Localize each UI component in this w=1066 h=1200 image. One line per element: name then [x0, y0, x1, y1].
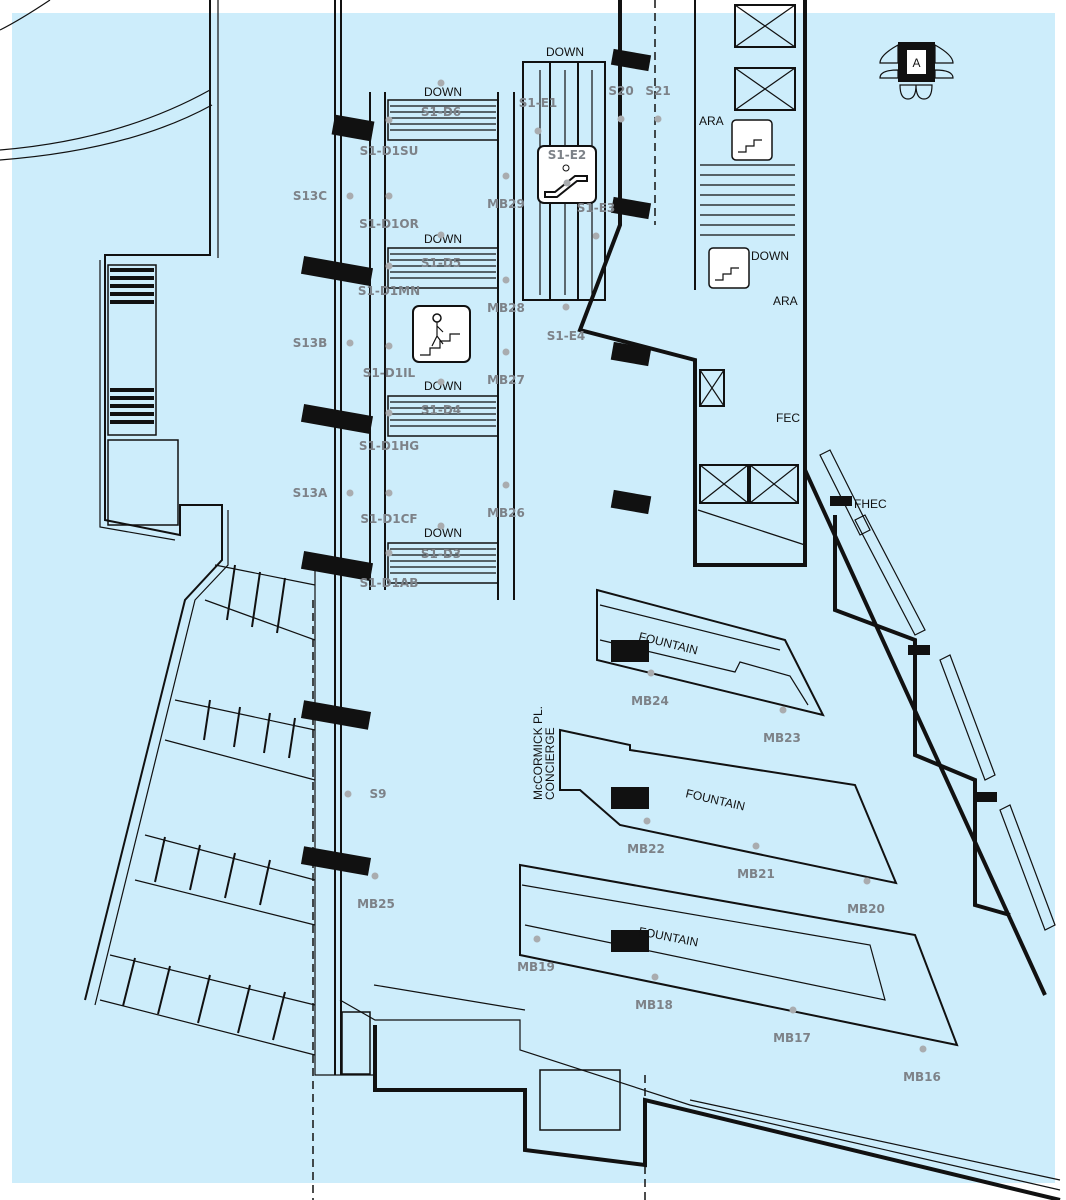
south-walls: [339, 984, 1061, 1200]
point-label[interactable]: S1-D1CF: [360, 512, 417, 526]
point-markers: [344, 79, 927, 1053]
point-label[interactable]: S1-D4: [421, 403, 461, 417]
point-label[interactable]: MB16: [903, 1070, 941, 1084]
location-marker-a: A: [879, 42, 954, 100]
point-label[interactable]: MB28: [487, 301, 525, 315]
fec-label: FEC: [776, 411, 800, 425]
map-background: [12, 13, 1055, 1183]
point-label[interactable]: S9: [370, 787, 387, 801]
point-labels: S1-D6 S1-D1SU S13C S1-D1OR S1-D5 S1-D1MN…: [293, 84, 941, 1084]
point-label[interactable]: S1-D3: [421, 547, 461, 561]
point-label[interactable]: S1-D1HG: [359, 439, 419, 453]
stairs-sign-icon-east: [708, 119, 773, 289]
point-label[interactable]: S1-D1SU: [360, 144, 419, 158]
marker-a-label: A: [912, 56, 920, 70]
point-label[interactable]: MB19: [517, 960, 555, 974]
point-label[interactable]: MB27: [487, 373, 525, 387]
point-label[interactable]: MB22: [627, 842, 665, 856]
concierge-label: McCORMICK PL.: [531, 706, 545, 800]
point-label[interactable]: MB26: [487, 506, 525, 520]
central-corridor-walls: [300, 0, 807, 1200]
point-label[interactable]: S1-D1IL: [363, 366, 416, 380]
point-label[interactable]: S1-E2: [548, 148, 587, 162]
point-label[interactable]: S21: [645, 84, 670, 98]
point-label[interactable]: MB20: [847, 902, 885, 916]
point-label[interactable]: MB17: [773, 1031, 811, 1045]
point-label[interactable]: S1-D6: [421, 105, 461, 119]
escalator-sign-icon: [537, 145, 597, 204]
down-label: DOWN: [751, 249, 789, 263]
point-label[interactable]: S1-E1: [519, 96, 558, 110]
east-curtain-wall: [803, 449, 1056, 996]
west-stair-ramps: [99, 564, 316, 1056]
point-label[interactable]: MB23: [763, 731, 801, 745]
point-label[interactable]: S13B: [293, 336, 328, 350]
point-label[interactable]: S20: [608, 84, 633, 98]
point-label[interactable]: MB18: [635, 998, 673, 1012]
fhec-label: FHEC: [854, 497, 887, 511]
point-label[interactable]: S1-E4: [547, 329, 586, 343]
point-label[interactable]: S13A: [293, 486, 328, 500]
point-label[interactable]: MB29: [487, 197, 525, 211]
point-label[interactable]: S1-D5: [421, 256, 461, 270]
point-label[interactable]: S13C: [293, 189, 327, 203]
point-label[interactable]: S1-D1MN: [358, 284, 420, 298]
down-label: DOWN: [424, 232, 462, 246]
east-service-core: [697, 4, 806, 546]
point-label[interactable]: MB24: [631, 694, 669, 708]
ara-label: ARA: [699, 114, 724, 128]
point-label[interactable]: S1-D1AB: [360, 576, 419, 590]
building-outline-northwest: [0, 0, 229, 1006]
down-label: DOWN: [424, 526, 462, 540]
down-label: DOWN: [546, 45, 584, 59]
point-label[interactable]: MB25: [357, 897, 395, 911]
point-label[interactable]: S1-E3: [577, 201, 616, 215]
down-label: DOWN: [424, 85, 462, 99]
down-label: DOWN: [424, 379, 462, 393]
concierge-label: CONCIERGE: [543, 727, 557, 800]
point-label[interactable]: MB21: [737, 867, 775, 881]
fountains: [519, 588, 959, 1047]
ara-label: ARA: [773, 294, 798, 308]
point-label[interactable]: S1-D1OR: [359, 217, 419, 231]
stairs-sign-icon: [412, 305, 471, 363]
